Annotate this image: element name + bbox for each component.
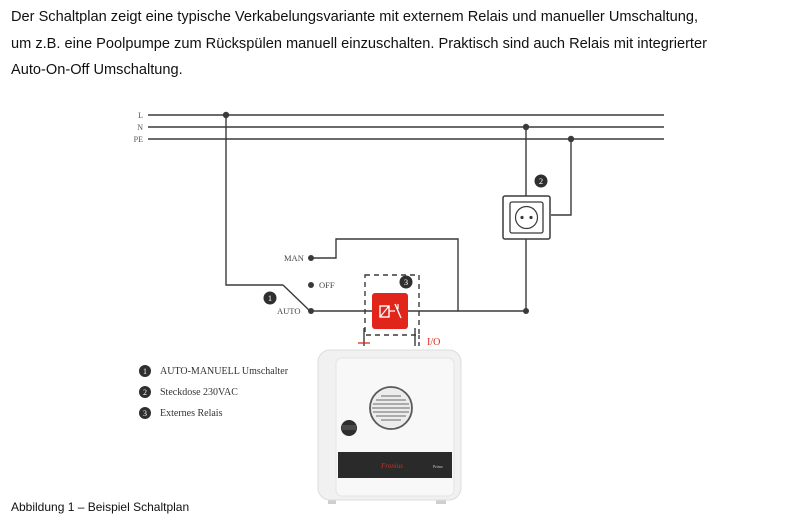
intro-line-1: Der Schaltplan zeigt eine typische Verka… [11,9,699,25]
figure-caption: Abbildung 1 – Beispiel Schaltplan [11,500,190,514]
bus-label-l: L [138,111,143,120]
inverter-model: Primo [433,464,443,469]
intro-paragraph: Der Schaltplan zeigt eine typische Verka… [11,4,807,84]
legend-number-1: 1 [143,367,147,376]
socket-outlet [502,195,551,240]
contact-off [308,282,314,288]
inverter-brand: Fronius [380,462,403,470]
contact-auto [308,308,314,314]
marker-socket-number: 2 [539,176,543,186]
legend: 1 AUTO-MANUELL Umschalter 2 Steckdose 23… [139,365,289,419]
legend-text-1: AUTO-MANUELL Umschalter [160,366,289,377]
wiring-diagram: L N PE MAN OFF AUTO 1 2 3 I/O [134,111,664,504]
marker-socket: 2 [534,174,548,188]
bus-label-pe: PE [134,135,143,144]
wire-pe-to-socket [551,139,572,216]
marker-relay-number: 3 [404,277,408,287]
junction-pe [567,135,575,143]
switch-label-off: OFF [319,280,335,290]
junction-socket-bottom [523,308,529,314]
legend-text-2: Steckdose 230VAC [160,387,238,398]
intro-line-2: um z.B. eine Poolpumpe zum Rückspülen ma… [11,35,707,52]
intro-line-3: Auto-On-Off Umschaltung. [11,62,183,78]
legend-number-3: 3 [143,409,147,418]
bus-label-n: N [137,123,143,132]
junction-n [522,123,530,131]
marker-switch-number: 1 [268,293,272,303]
inverter-device: Fronius Primo [317,349,462,504]
switch-label-man: MAN [284,253,304,263]
contact-man [308,255,314,261]
wire-l-to-switch [225,115,283,286]
switch-lever [282,284,311,312]
marker-switch: 1 [263,291,277,305]
junction-l [222,111,230,119]
io-label: I/O [427,337,440,348]
relay-block [372,293,408,329]
legend-text-3: Externes Relais [160,408,223,419]
legend-number-2: 2 [143,388,147,397]
marker-relay: 3 [399,275,413,289]
inverter-panel [338,452,452,478]
switch-label-auto: AUTO [277,306,300,316]
relay-dashed-box [364,274,420,336]
